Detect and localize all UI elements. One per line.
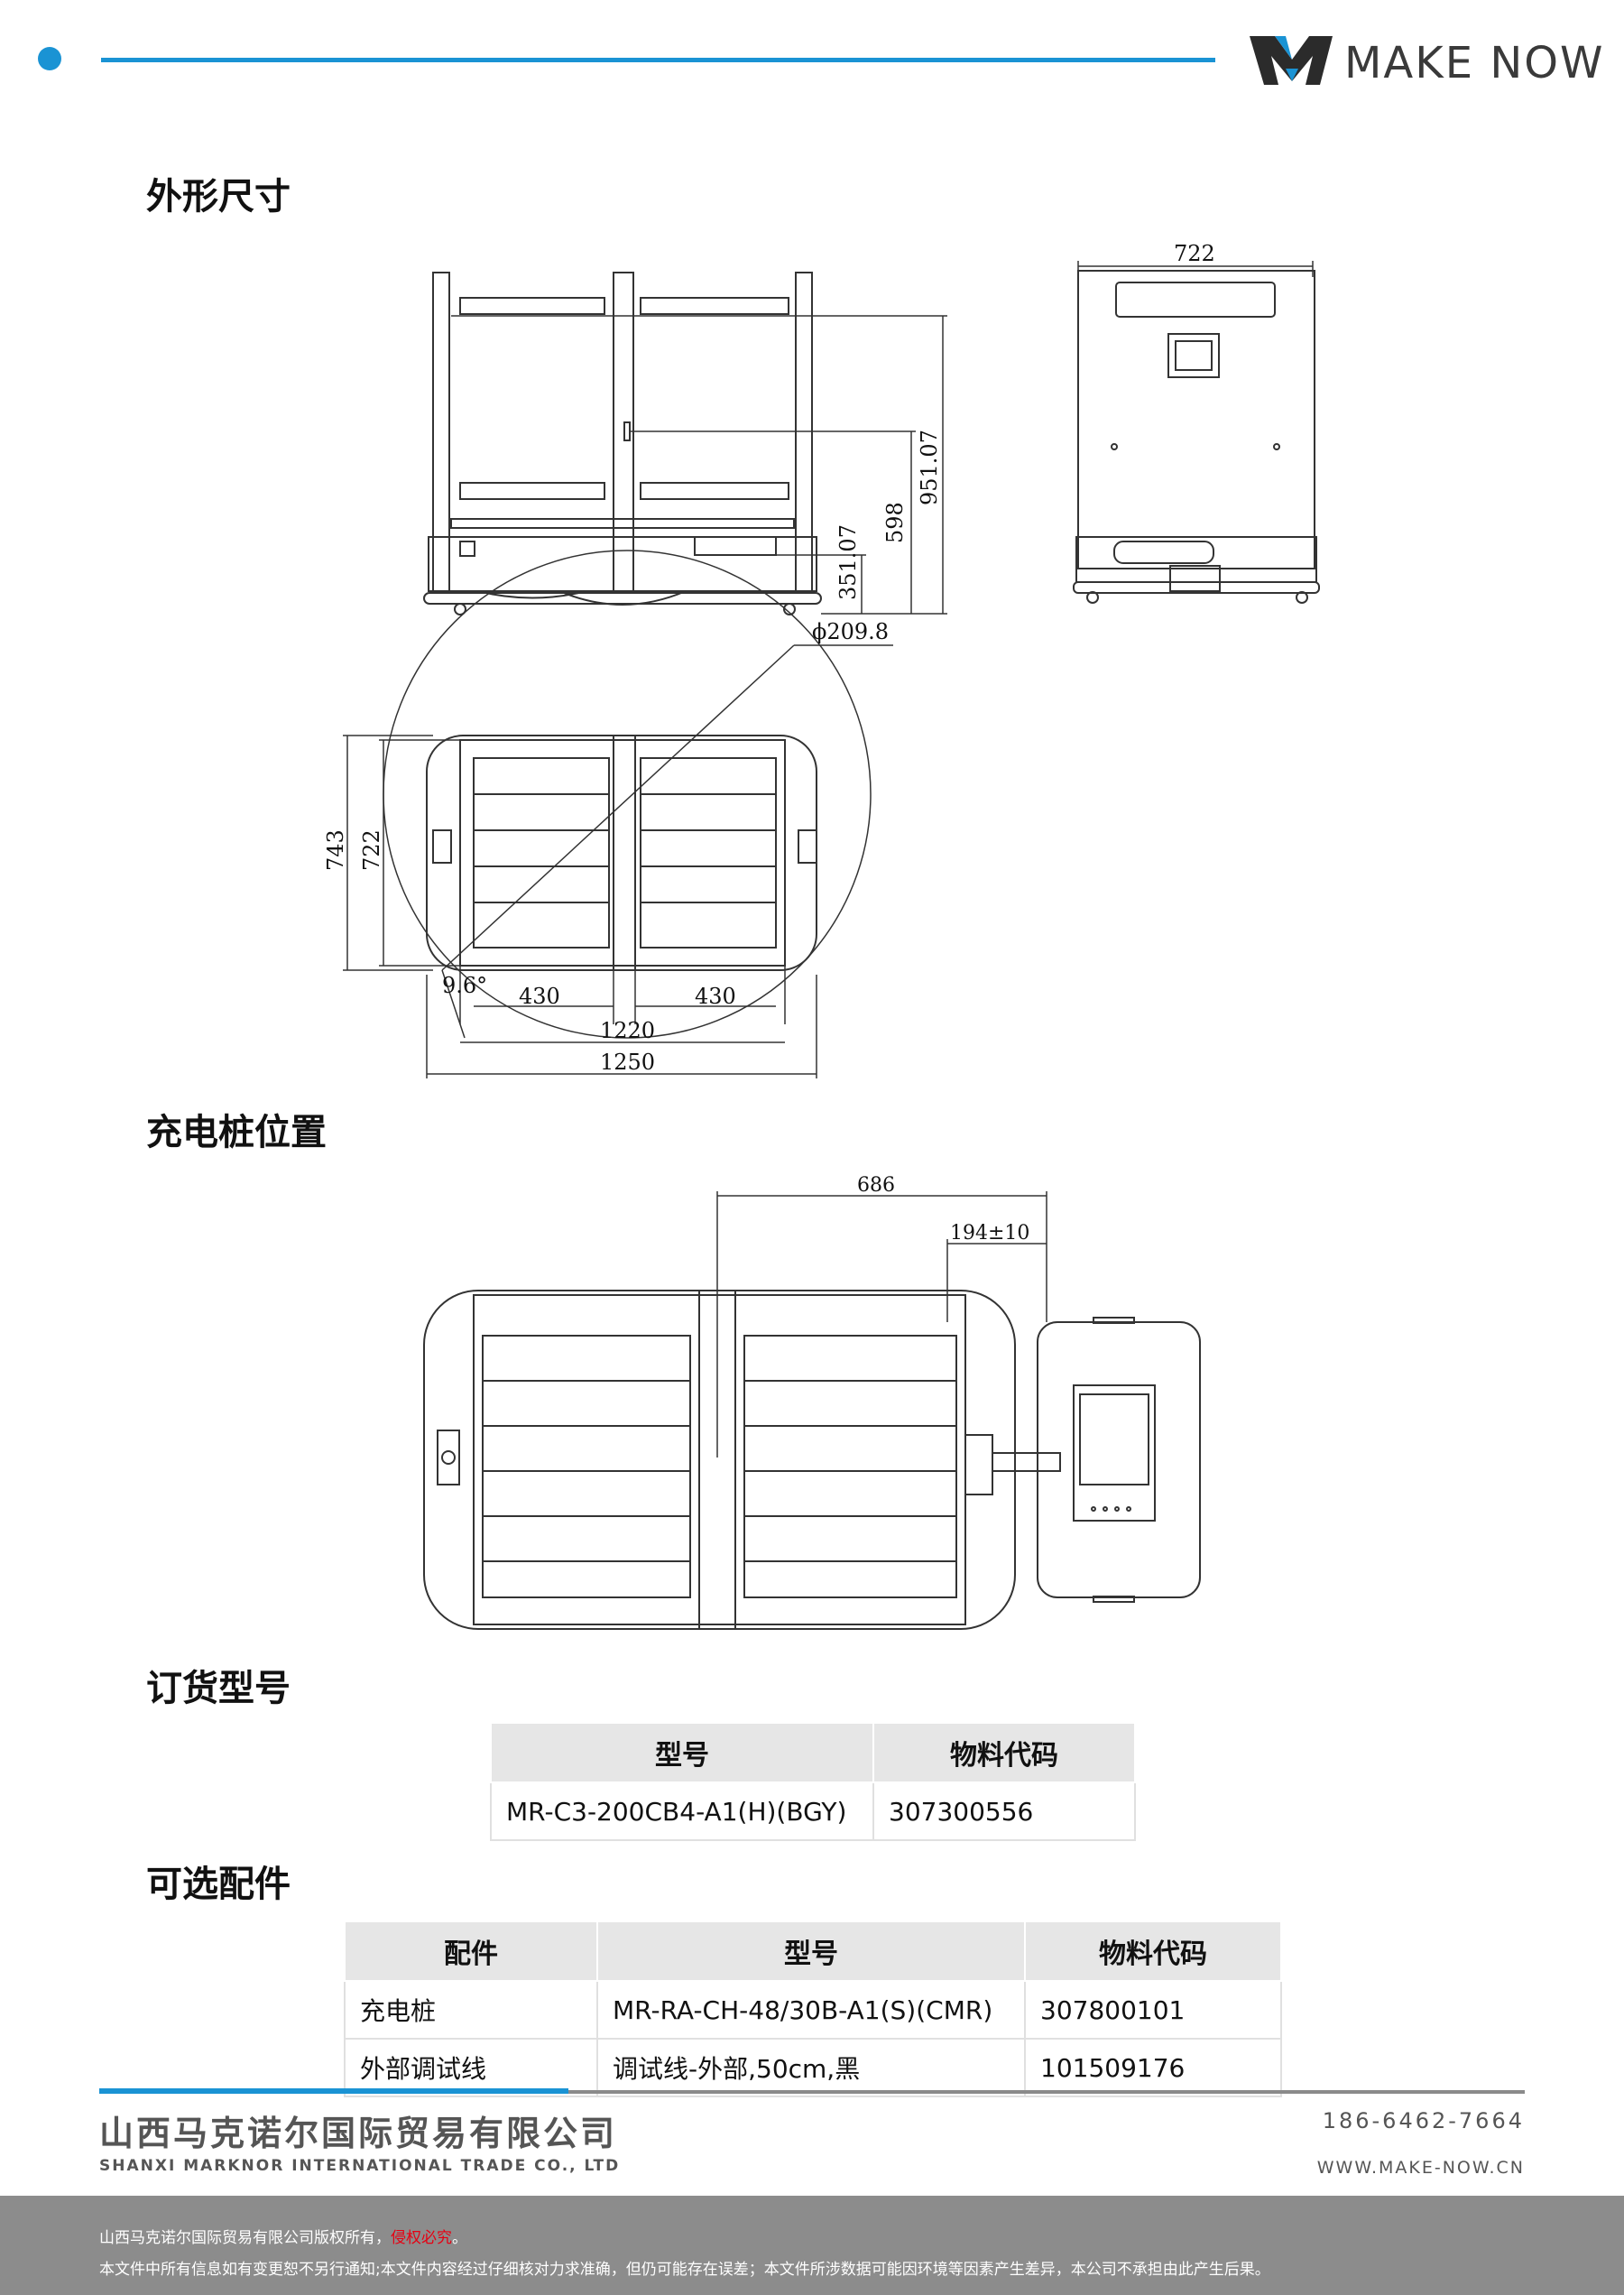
dim-height-base: 351.07 [835, 524, 861, 600]
dim-bay-right: 430 [695, 984, 736, 1009]
top-view-drawing: ϕ209.8 743 722 9.6° 430 430 1220 1250 [323, 550, 893, 1078]
table-header-row: 配件 型号 物料代码 [344, 1920, 1282, 1982]
dim-depth-outer: 743 [323, 829, 348, 871]
dim-bay-left: 430 [519, 984, 560, 1009]
table-header-cell: 型号 [596, 1920, 1026, 1982]
front-view-drawing: 722 [1073, 241, 1320, 604]
accessory-table: 配件 型号 物料代码 充电桩 MR-RA-CH-48/30B-A1(S)(CMR… [344, 1920, 1282, 2097]
dim-height-total: 951.07 [917, 430, 942, 505]
table-row: MR-C3-200CB4-A1(H)(BGY) 307300556 [490, 1782, 1136, 1841]
company-name-cn: 山西马克诺尔国际贸易有限公司 [99, 2114, 618, 2153]
dim-charger-gap: 194±10 [950, 1222, 1029, 1245]
table-cell-model: 调试线-外部,50cm,黑 [597, 2039, 1026, 2097]
table-cell-code: 307300556 [873, 1782, 1136, 1841]
table-cell-accessory: 充电桩 [344, 1981, 598, 2040]
copyright-warning: 侵权必究 [391, 2229, 452, 2247]
table-cell-code: 101509176 [1025, 2039, 1282, 2097]
brand-logo: MAKE NOW [1250, 25, 1602, 97]
table-header-cell: 物料代码 [872, 1722, 1136, 1783]
section-title-charger-position: 充电桩位置 [146, 1112, 327, 1153]
table-cell-code: 307800101 [1025, 1981, 1282, 2040]
copyright-notice: 山西马克诺尔国际贸易有限公司版权所有，侵权必究。 [99, 2225, 467, 2247]
header-dot [38, 47, 61, 70]
dim-charger-offset: 686 [857, 1174, 895, 1197]
table-header-row: 型号 物料代码 [490, 1722, 1136, 1783]
footer-band [0, 2196, 1624, 2295]
dim-height-mid: 598 [882, 502, 908, 543]
order-model-table: 型号 物料代码 MR-C3-200CB4-A1(H)(BGY) 30730055… [490, 1722, 1136, 1841]
dim-angle: 9.6° [442, 973, 487, 998]
footer-accent-bar [99, 2088, 568, 2094]
table-header-cell: 物料代码 [1024, 1920, 1282, 1982]
dim-depth-inner: 722 [359, 829, 384, 871]
table-cell-model: MR-C3-200CB4-A1(H)(BGY) [490, 1782, 874, 1841]
dim-width-front: 722 [1174, 241, 1215, 266]
copyright-text: 山西马克诺尔国际贸易有限公司版权所有， [99, 2229, 391, 2247]
table-row: 外部调试线 调试线-外部,50cm,黑 101509176 [344, 2039, 1282, 2097]
section-title-order-model: 订货型号 [146, 1668, 291, 1709]
section-title-dimensions: 外形尺寸 [146, 176, 291, 217]
company-name-en: SHANXI MARKNOR INTERNATIONAL TRADE CO., … [99, 2157, 621, 2175]
charger-position-drawing: 686 194±10 [423, 1174, 1201, 1630]
table-cell-accessory: 外部调试线 [344, 2039, 598, 2097]
table-header-cell: 配件 [344, 1920, 598, 1982]
website-link[interactable]: WWW.MAKE-NOW.CN [1316, 2158, 1525, 2178]
dim-length-outer: 1250 [600, 1050, 655, 1075]
table-header-cell: 型号 [490, 1722, 874, 1783]
phone-number: 186-6462-7664 [1322, 2108, 1525, 2133]
footer-rule [568, 2090, 1525, 2094]
header-rule [101, 58, 1215, 62]
table-row: 充电桩 MR-RA-CH-48/30B-A1(S)(CMR) 307800101 [344, 1981, 1282, 2040]
side-view-drawing: 951.07 598 351.07 [423, 272, 947, 615]
dim-turn-diameter: ϕ209.8 [812, 619, 889, 644]
copyright-end: 。 [452, 2229, 467, 2247]
table-cell-model: MR-RA-CH-48/30B-A1(S)(CMR) [597, 1981, 1026, 2040]
brand-logo-text: MAKE NOW [1344, 38, 1605, 88]
dim-length-inner: 1220 [600, 1018, 655, 1043]
disclaimer-text: 本文件中所有信息如有变更恕不另行通知;本文件内容经过仔细核对力求准确，但仍可能存… [99, 2261, 1270, 2279]
brand-logo-mark-icon [1250, 36, 1333, 85]
section-title-accessories: 可选配件 [146, 1864, 291, 1905]
